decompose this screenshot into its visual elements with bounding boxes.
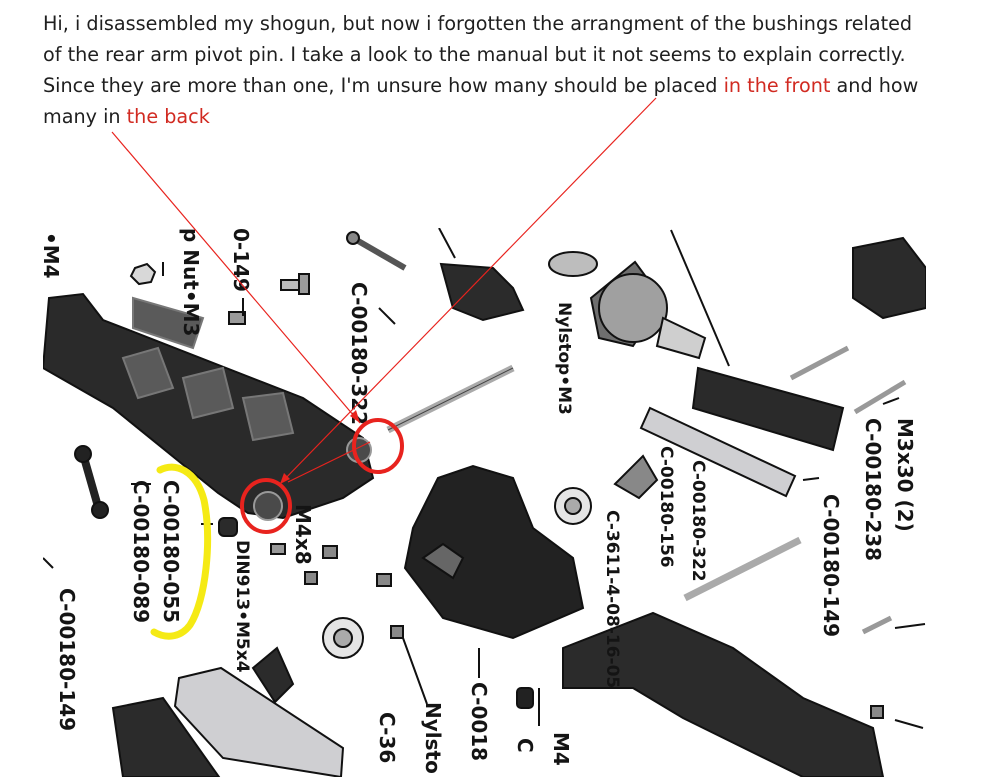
label-part-0018-bottom: C-0018 [467,682,491,762]
screw-right-1 [789,345,850,381]
label-din913: DIN913•M5x4 [232,540,252,673]
shaft-right [683,536,802,602]
pin-top [346,231,407,271]
highlight-front: in the front [723,74,831,97]
screw-bottom-right [861,615,893,635]
pivot-pin [386,364,515,434]
bearing-right [554,487,592,525]
bracket-lower-left [111,696,221,777]
nut-mid-2 [322,545,338,559]
label-part-322-mid: C-00180-322 [688,460,708,582]
label-part-156: C-00180-156 [656,446,676,568]
label-nut-m3: p Nut•M3 [179,228,203,337]
label-nylsto-bottom: Nylsto [421,702,445,774]
label-part-3611: C-3611-4-08-16-05 [602,510,622,689]
label-part-149-left: C-00180-149 [55,588,79,732]
screw-right-2 [853,379,907,415]
label-part-238: C-00180-238 [861,418,885,562]
nut-mid-1 [304,571,318,585]
label-nylstop-m3: Nylstop•M3 [554,302,574,415]
highlight-back: the back [126,105,210,128]
setscrew-m4x8 [270,543,286,555]
label-m4-bottom: M4 [549,732,573,766]
label-part-089: C-00180-089 [129,480,153,624]
nut-mid-3 [376,573,392,587]
bar-black [691,366,845,452]
label-part-149-right: C-00180-149 [819,494,843,638]
right-housing [852,236,926,320]
nut-bottom-right [870,705,884,719]
cup-shaft-left [251,646,295,704]
link-rod-left [74,445,109,519]
label-m4x8: M4x8 [291,504,315,565]
nut-bottom [390,625,404,639]
label-part-055: C-00180-055 [159,480,183,624]
question-middle: and how many in [43,74,919,128]
bearing-left [322,617,364,659]
rear-arm-right [562,611,885,777]
bushing-055 [218,517,238,537]
label-part-149-top: 0-149 [229,228,253,292]
label-m3x30: M3x30 (2) [893,418,917,532]
exploded-parts-diagram: •M4 p Nut•M3 0-149 C-00180-322 Nylstop•M… [43,228,926,777]
screw-top-mid [280,273,310,295]
bushing-bottom [516,687,534,709]
label-part-36-bottom: C-36 [375,712,399,764]
nut-top-left [129,262,157,286]
gearbox-mount-top [439,262,525,322]
bevel-pinion [613,454,659,500]
gearbox-center [403,464,585,640]
label-c-bottom: C [513,738,537,753]
label-m4: •M4 [43,232,63,279]
question-body: Hi, i disassembled my shogun, but now i … [43,12,913,97]
question-text: Hi, i disassembled my shogun, but now i … [43,8,933,132]
plate-lower-left [173,666,345,777]
label-part-322-top: C-00180-322 [347,282,371,426]
